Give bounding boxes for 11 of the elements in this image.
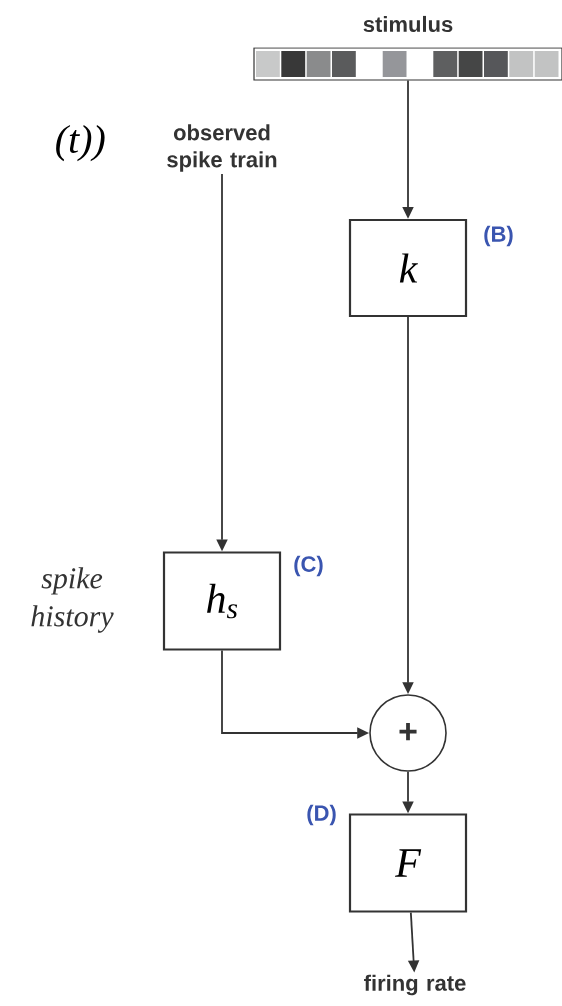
filter-box: h$_{s}$	[162, 551, 282, 651]
signal-label: firing rate	[364, 974, 466, 996]
formula-fragment: (t))	[56, 124, 105, 162]
signal-label: observed spike train	[167, 124, 277, 172]
panel-letter: (B)	[484, 225, 513, 247]
filter-box: F	[348, 813, 468, 913]
stimulus-label: stimulus	[363, 15, 453, 33]
side-note: spike history	[31, 567, 114, 633]
panel-letter: (C)	[294, 555, 323, 577]
panel-letter: (D)	[307, 804, 336, 826]
filter-box: k	[348, 218, 468, 318]
